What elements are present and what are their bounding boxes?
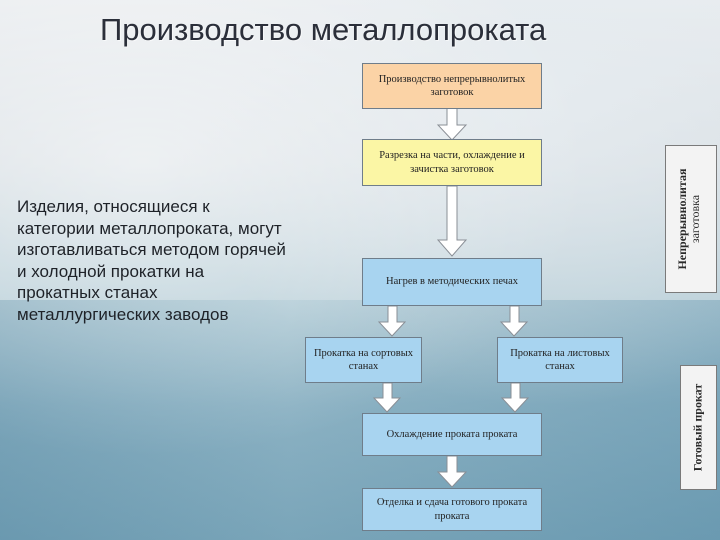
box-sheet-rolling: Прокатка на листовых станах: [497, 337, 623, 383]
box-finishing: Отделка и сдача готового проката проката: [362, 488, 542, 531]
arrow-heating-to-sheet: [499, 305, 529, 337]
arrow-cooling-to-finishing: [436, 455, 468, 488]
arrow-casting-to-cutting: [436, 107, 468, 141]
slide-title: Производство металлопроката: [100, 12, 547, 47]
box-section-rolling: Прокатка на сортовых станах: [305, 337, 422, 383]
box-cooling: Охлаждение проката проката: [362, 413, 542, 456]
arrow-sheet-to-cooling: [500, 382, 530, 413]
slide-description: Изделия, относящиеся к категории металло…: [17, 197, 286, 324]
arrow-section-to-cooling: [372, 382, 402, 413]
side-panel-finished: [680, 365, 717, 490]
box-continuous-casting: Производство непрерывнолитых заготовок: [362, 63, 542, 109]
box-cutting-cooling: Разрезка на части, охлаждение и зачистка…: [362, 139, 542, 186]
box-heating: Нагрев в методических печах: [362, 258, 542, 306]
side-panel-billet: [665, 145, 717, 293]
arrow-heating-to-section: [377, 305, 407, 337]
arrow-cutting-to-heating: [436, 185, 468, 257]
